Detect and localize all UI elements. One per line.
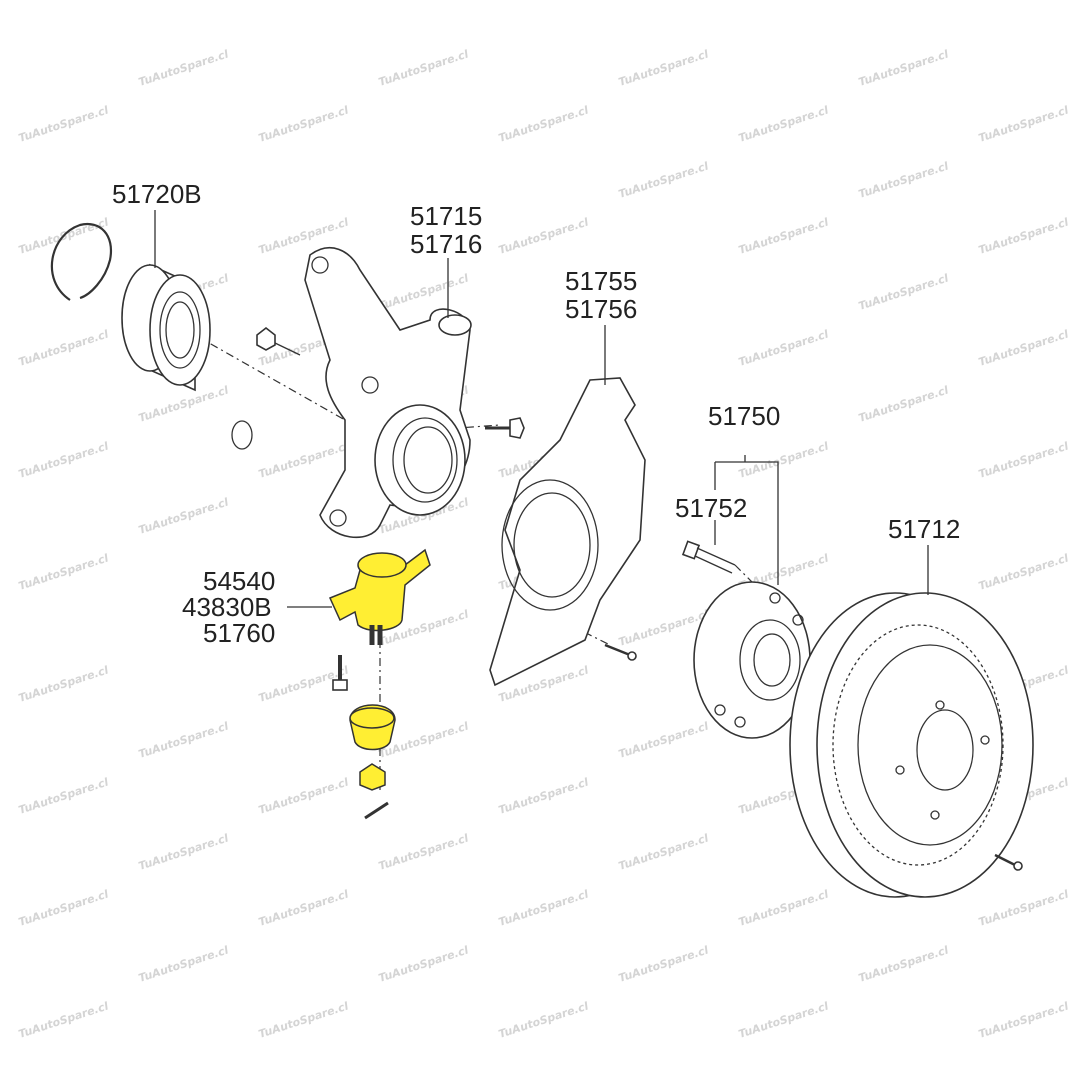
watermark-text: TuAutoSpare.cl	[137, 943, 230, 984]
watermark-text: TuAutoSpare.cl	[617, 719, 710, 760]
label-51712: 51712	[888, 514, 960, 544]
steering-knuckle	[304, 246, 472, 539]
watermark-text: TuAutoSpare.cl	[257, 439, 350, 480]
watermark-text: TuAutoSpare.cl	[737, 103, 830, 144]
watermark-text: TuAutoSpare.cl	[377, 831, 470, 872]
snap-ring	[50, 222, 113, 301]
watermark-text: TuAutoSpare.cl	[737, 999, 830, 1040]
watermark-text: TuAutoSpare.cl	[137, 831, 230, 872]
label-51716: 51716	[410, 229, 482, 259]
watermark-text: TuAutoSpare.cl	[977, 551, 1070, 592]
hub-bolt	[681, 540, 736, 574]
dust-boot	[349, 704, 396, 751]
watermark-text: TuAutoSpare.cl	[617, 47, 710, 88]
watermark-text: TuAutoSpare.cl	[977, 887, 1070, 928]
watermark-text: TuAutoSpare.cl	[617, 159, 710, 200]
watermark-text: TuAutoSpare.cl	[17, 103, 110, 144]
watermark-text: TuAutoSpare.cl	[257, 103, 350, 144]
watermark-text: TuAutoSpare.cl	[857, 383, 950, 424]
label-54540: 54540	[203, 566, 275, 596]
o-ring	[231, 420, 253, 450]
watermark-text: TuAutoSpare.cl	[137, 383, 230, 424]
label-43830B: 43830B	[182, 592, 272, 622]
watermark-text: TuAutoSpare.cl	[17, 439, 110, 480]
watermark-text: TuAutoSpare.cl	[377, 271, 470, 312]
cotter-pin	[364, 801, 389, 820]
watermark-text: TuAutoSpare.cl	[857, 47, 950, 88]
watermark-text: TuAutoSpare.cl	[137, 719, 230, 760]
brake-disc	[789, 592, 1034, 898]
ball-joint-bolt	[332, 655, 348, 691]
watermark-text: TuAutoSpare.cl	[257, 999, 350, 1040]
leader-line	[714, 455, 779, 585]
watermark-text: TuAutoSpare.cl	[257, 775, 350, 816]
label-51756: 51756	[565, 294, 637, 324]
watermark-text: TuAutoSpare.cl	[497, 103, 590, 144]
ball-joint	[328, 548, 431, 645]
watermark-text: TuAutoSpare.cl	[977, 103, 1070, 144]
watermark-text: TuAutoSpare.cl	[377, 47, 470, 88]
watermark-text: TuAutoSpare.cl	[617, 943, 710, 984]
shield-bolt	[485, 417, 525, 439]
watermark-text: TuAutoSpare.cl	[977, 215, 1070, 256]
watermark-text: TuAutoSpare.cl	[497, 775, 590, 816]
label-51752: 51752	[675, 493, 747, 523]
watermark-text: TuAutoSpare.cl	[857, 271, 950, 312]
label-51755: 51755	[565, 266, 637, 296]
wheel-bearing	[121, 263, 211, 392]
watermark-text: TuAutoSpare.cl	[737, 887, 830, 928]
axis-line	[734, 564, 761, 591]
disc-screw	[994, 853, 1023, 871]
watermark-text: TuAutoSpare.cl	[977, 327, 1070, 368]
watermark-text: TuAutoSpare.cl	[497, 999, 590, 1040]
watermark-text: TuAutoSpare.cl	[257, 887, 350, 928]
watermark-text: TuAutoSpare.cl	[137, 47, 230, 88]
label-51750: 51750	[708, 401, 780, 431]
axis-line	[429, 424, 501, 431]
watermark-text: TuAutoSpare.cl	[497, 887, 590, 928]
watermark-text: TuAutoSpare.cl	[17, 551, 110, 592]
watermark-text: TuAutoSpare.cl	[737, 215, 830, 256]
watermark-text: TuAutoSpare.cl	[737, 327, 830, 368]
castle-nut	[359, 763, 386, 791]
watermark-text: TuAutoSpare.cl	[17, 887, 110, 928]
knuckle-nut	[256, 326, 301, 356]
watermark-text: TuAutoSpare.cl	[17, 663, 110, 704]
watermark-text: TuAutoSpare.cl	[497, 215, 590, 256]
watermark-text: TuAutoSpare.cl	[617, 831, 710, 872]
watermark-text: TuAutoSpare.cl	[17, 327, 110, 368]
watermark-text: TuAutoSpare.cl	[17, 999, 110, 1040]
dust-cover-screw	[604, 643, 637, 661]
watermark-text: TuAutoSpare.cl	[857, 159, 950, 200]
label-51715: 51715	[410, 201, 482, 231]
watermark-text: TuAutoSpare.cl	[377, 943, 470, 984]
dust-cover	[489, 377, 646, 687]
watermark-text: TuAutoSpare.cl	[977, 439, 1070, 480]
watermark-text: TuAutoSpare.cl	[857, 943, 950, 984]
label-51720B: 51720B	[112, 179, 202, 209]
watermark-text: TuAutoSpare.cl	[137, 495, 230, 536]
watermark-text: TuAutoSpare.cl	[977, 999, 1070, 1040]
watermark-text: TuAutoSpare.cl	[737, 439, 830, 480]
label-51760: 51760	[203, 618, 275, 648]
watermark-text: TuAutoSpare.cl	[17, 775, 110, 816]
